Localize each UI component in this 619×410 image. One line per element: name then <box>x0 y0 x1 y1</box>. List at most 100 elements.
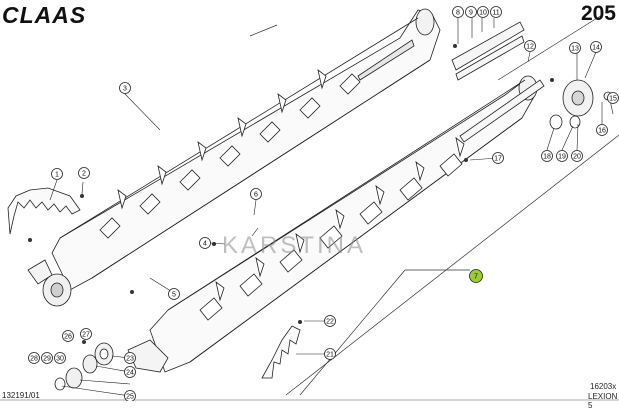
callout-number: 8 <box>456 9 460 16</box>
callout-number: 29 <box>43 355 51 362</box>
callout-2: 2 <box>78 167 90 179</box>
callout-19: 19 <box>556 150 568 162</box>
callout-10: 10 <box>477 6 489 18</box>
callout-number: 5 <box>172 291 176 298</box>
callout-circle <box>51 168 63 180</box>
callout-7: 7 <box>469 269 483 283</box>
callout-23: 23 <box>124 352 136 364</box>
callout-circle <box>465 6 477 18</box>
callout-circle <box>54 352 66 364</box>
callout-number: 25 <box>126 393 134 400</box>
callout-number: 16 <box>598 127 606 134</box>
callout-25: 25 <box>124 390 136 401</box>
callout-circle <box>124 366 136 378</box>
callout-circle <box>590 41 602 53</box>
callout-number: 10 <box>479 9 487 16</box>
callout-number: 6 <box>254 191 258 198</box>
callout-circle <box>569 42 581 54</box>
callout-circle <box>541 150 553 162</box>
drive-bearings <box>54 342 114 391</box>
callout-11: 11 <box>490 6 502 18</box>
callout-4: 4 <box>199 237 211 249</box>
callout-number: 28 <box>30 355 38 362</box>
callout-27: 27 <box>80 328 92 340</box>
callout-number: 9 <box>469 9 473 16</box>
callout-30: 30 <box>54 352 66 364</box>
toothed-guard-upper <box>7 187 81 235</box>
callout-circle <box>168 288 180 300</box>
brand-logo: CLAAS <box>2 2 87 28</box>
callout-circle <box>62 330 74 342</box>
toothed-guard-lower <box>261 325 301 379</box>
callout-number: 15 <box>609 95 617 102</box>
callout-6: 6 <box>250 188 262 200</box>
callout-12: 12 <box>524 40 536 52</box>
callout-number: 24 <box>126 369 134 376</box>
callout-number: 26 <box>64 333 72 340</box>
callout-number: 19 <box>558 153 566 160</box>
callout-number: 12 <box>526 43 534 50</box>
callout-number: 3 <box>123 85 127 92</box>
callout-20: 20 <box>571 150 583 162</box>
callout-circle <box>124 390 136 401</box>
callout-circle <box>490 6 502 18</box>
callout-number: 23 <box>126 355 134 362</box>
callout-21: 21 <box>324 348 336 360</box>
parts-diagram: 1234567891011121314151617181920212223242… <box>0 6 619 401</box>
callout-17: 17 <box>492 152 504 164</box>
callout-number: 14 <box>592 44 600 51</box>
callout-number: 22 <box>326 318 334 325</box>
callout-circle <box>28 352 40 364</box>
callout-28: 28 <box>28 352 40 364</box>
callout-16: 16 <box>596 124 608 136</box>
callout-circle <box>119 82 131 94</box>
footer-model: LEXION 5 <box>588 392 618 410</box>
callout-circle <box>324 315 336 327</box>
callout-number: 27 <box>82 331 90 338</box>
callout-8: 8 <box>452 6 464 18</box>
callout-circle <box>199 237 211 249</box>
callout-3: 3 <box>119 82 131 94</box>
callout-15: 15 <box>607 92 619 104</box>
callout-29: 29 <box>41 352 53 364</box>
footer-right-code: 16203x <box>590 382 617 391</box>
callout-number: 1 <box>55 171 59 178</box>
callout-number: 30 <box>56 355 64 362</box>
callout-circle <box>452 6 464 18</box>
callout-circle <box>80 328 92 340</box>
callout-18: 18 <box>541 150 553 162</box>
guide-lines <box>249 14 619 396</box>
callout-circle <box>124 352 136 364</box>
bolts <box>28 44 554 344</box>
callout-number: 20 <box>573 153 581 160</box>
callout-number: 13 <box>571 45 579 52</box>
callout-24: 24 <box>124 366 136 378</box>
callout-number: 4 <box>203 240 207 247</box>
callout-circle <box>556 150 568 162</box>
callout-number: 21 <box>326 351 334 358</box>
callout-14: 14 <box>590 41 602 53</box>
callout-number: 18 <box>543 153 551 160</box>
callout-26: 26 <box>62 330 74 342</box>
watermark-text: KARSTINA <box>222 232 367 259</box>
callout-9: 9 <box>465 6 477 18</box>
callout-circle <box>250 188 262 200</box>
footer-left-code: 132191/01 <box>2 391 40 400</box>
page-number: 205 <box>580 2 616 25</box>
callout-circle <box>324 348 336 360</box>
bearing-flange <box>549 79 613 130</box>
callout-circle <box>477 6 489 18</box>
callout-circle <box>41 352 53 364</box>
callout-number: 7 <box>474 273 478 280</box>
callout-circle <box>524 40 536 52</box>
callout-13: 13 <box>569 42 581 54</box>
callout-circle <box>469 269 483 283</box>
callout-circle <box>492 152 504 164</box>
callout-circle <box>571 150 583 162</box>
upper-auger <box>27 8 441 307</box>
callout-1: 1 <box>51 168 63 180</box>
callout-number: 11 <box>492 9 499 16</box>
flat-bar-kit <box>451 21 545 143</box>
callout-circle <box>596 124 608 136</box>
